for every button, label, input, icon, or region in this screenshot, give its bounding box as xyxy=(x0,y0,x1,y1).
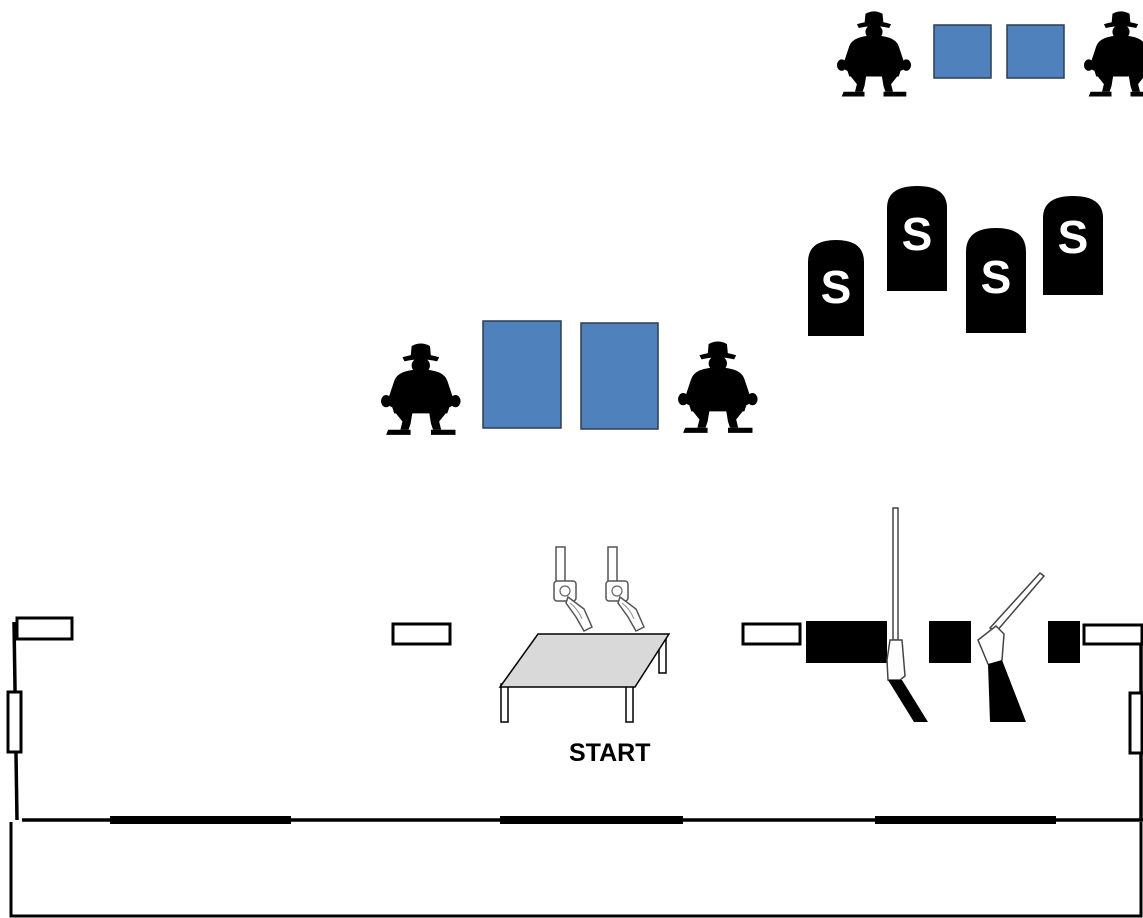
tombstone-target-4: S xyxy=(1043,196,1103,295)
revolver-icon-left xyxy=(553,546,593,632)
start-label: START xyxy=(569,739,650,767)
tombstone-target-3: S xyxy=(966,228,1026,333)
far-cowboy-target-left xyxy=(836,11,912,97)
tombstone-target-1: S xyxy=(808,240,864,336)
left-door xyxy=(6,690,23,754)
shotgun-icon xyxy=(977,571,1046,722)
far-blue-target-left xyxy=(933,24,992,79)
near-blue-target-left xyxy=(482,320,562,429)
prop-box-right xyxy=(1082,623,1143,646)
firing-position-marker-2 xyxy=(500,816,683,824)
tombstone-target-2: S xyxy=(887,186,947,291)
rifle-icon xyxy=(886,507,928,722)
tombstone-letter: S xyxy=(1058,211,1089,263)
near-cowboy-target-left xyxy=(381,343,461,435)
tombstone-letter: S xyxy=(902,208,933,260)
near-blue-target-right xyxy=(580,322,659,430)
prop-box-center-right xyxy=(741,622,802,646)
near-cowboy-target-right xyxy=(678,341,758,433)
firing-position-marker-1 xyxy=(110,816,291,824)
tombstone-letter: S xyxy=(821,261,852,313)
firing-position-marker-3 xyxy=(875,816,1056,824)
black-barrier-medium xyxy=(929,621,971,663)
prop-box-left xyxy=(15,616,74,641)
far-cowboy-target-right xyxy=(1083,11,1143,97)
black-barrier-large xyxy=(806,621,887,663)
right-door xyxy=(1128,691,1143,755)
tombstone-letter: S xyxy=(981,251,1012,303)
loading-area-outline xyxy=(9,822,1143,918)
loading-table-icon xyxy=(498,633,671,723)
far-blue-target-right xyxy=(1006,24,1065,79)
prop-box-center-left xyxy=(391,622,452,646)
revolver-icon-right xyxy=(605,546,645,632)
black-barrier-small xyxy=(1048,621,1080,663)
